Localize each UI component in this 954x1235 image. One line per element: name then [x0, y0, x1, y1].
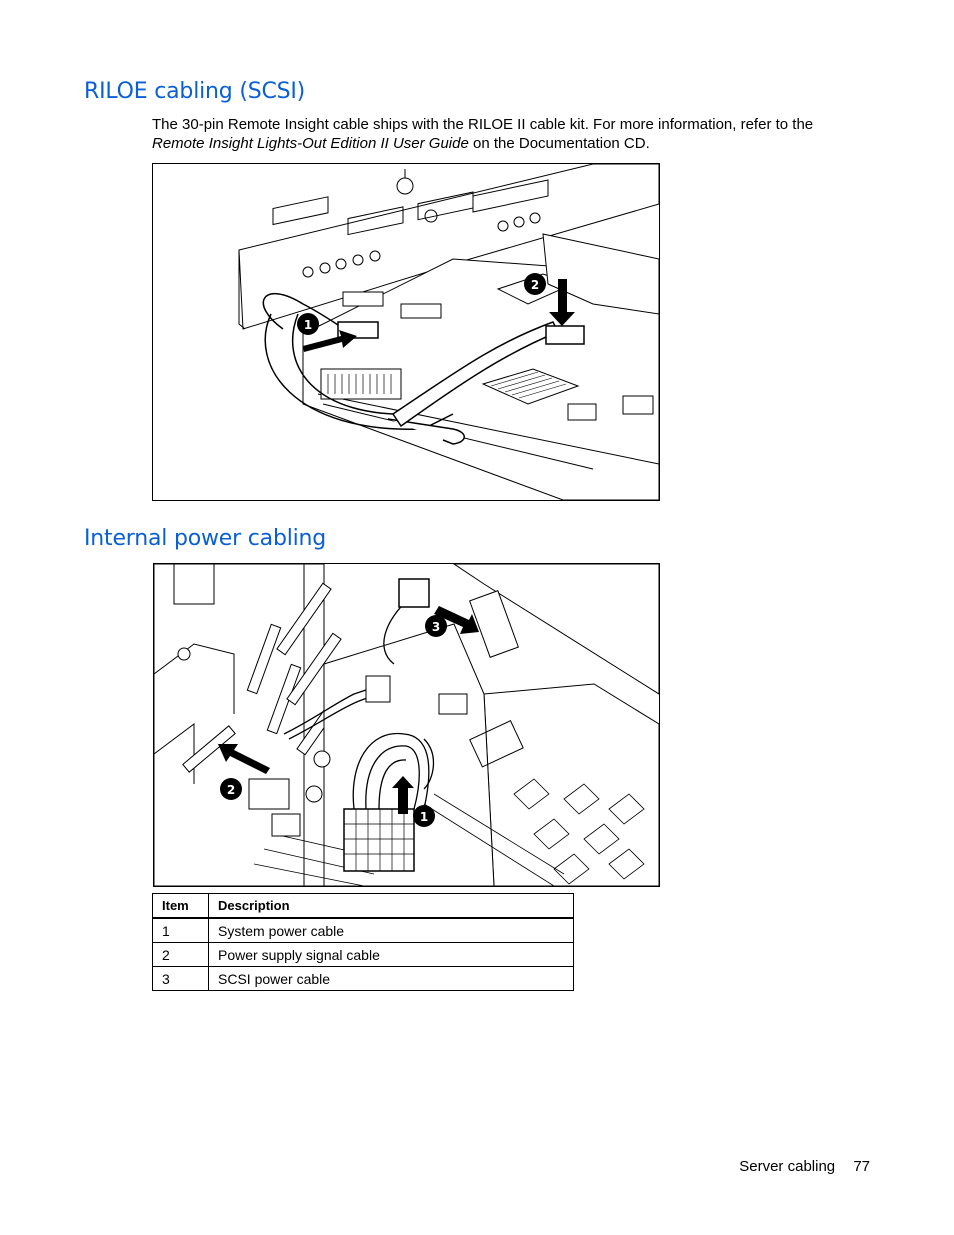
- callout-2: 2: [524, 273, 546, 295]
- footer-section-name: Server cabling: [739, 1158, 836, 1175]
- riloe-line-drawing: 1 2: [238, 164, 659, 500]
- section-heading-riloe: RILOE cabling (SCSI): [84, 79, 306, 104]
- table-row: 1 System power cable: [152, 917, 574, 943]
- internal-power-cabling-illustration: 1 2 3: [153, 563, 660, 887]
- item-description: SCSI power cable: [208, 966, 574, 991]
- callout-3: 3: [425, 615, 447, 637]
- svg-text:2: 2: [531, 278, 539, 292]
- column-header-item: Item: [152, 893, 209, 919]
- page-number: 77: [853, 1158, 870, 1175]
- page-footer: Server cabling 77: [739, 1158, 870, 1175]
- item-description: Power supply signal cable: [208, 942, 574, 967]
- svg-text:3: 3: [432, 620, 440, 634]
- svg-text:2: 2: [227, 783, 235, 797]
- table-row: 2 Power supply signal cable: [152, 942, 574, 967]
- column-header-description: Description: [208, 893, 574, 919]
- paragraph-italic-title: Remote Insight Lights-Out Edition II Use…: [152, 135, 469, 152]
- svg-text:1: 1: [420, 810, 428, 824]
- riloe-paragraph: The 30-pin Remote Insight cable ships wi…: [152, 115, 852, 153]
- riloe-cabling-illustration: 1 2: [152, 163, 660, 501]
- item-description: System power cable: [208, 917, 574, 943]
- item-number: 3: [152, 966, 209, 991]
- callout-2: 2: [220, 778, 242, 800]
- paragraph-text-before: The 30-pin Remote Insight cable ships wi…: [152, 116, 814, 133]
- item-number: 2: [152, 942, 209, 967]
- paragraph-text-after: on the Documentation CD.: [468, 135, 650, 152]
- callout-1: 1: [413, 805, 435, 827]
- svg-text:1: 1: [304, 318, 312, 332]
- power-line-drawing: 1 2 3: [154, 564, 659, 886]
- table-header-row: Item Description: [152, 893, 574, 919]
- section-heading-internal-power: Internal power cabling: [84, 526, 327, 551]
- callout-1: 1: [297, 313, 319, 335]
- callout-legend-table: Item Description 1 System power cable 2 …: [152, 893, 574, 991]
- item-number: 1: [152, 917, 209, 943]
- table-row: 3 SCSI power cable: [152, 966, 574, 991]
